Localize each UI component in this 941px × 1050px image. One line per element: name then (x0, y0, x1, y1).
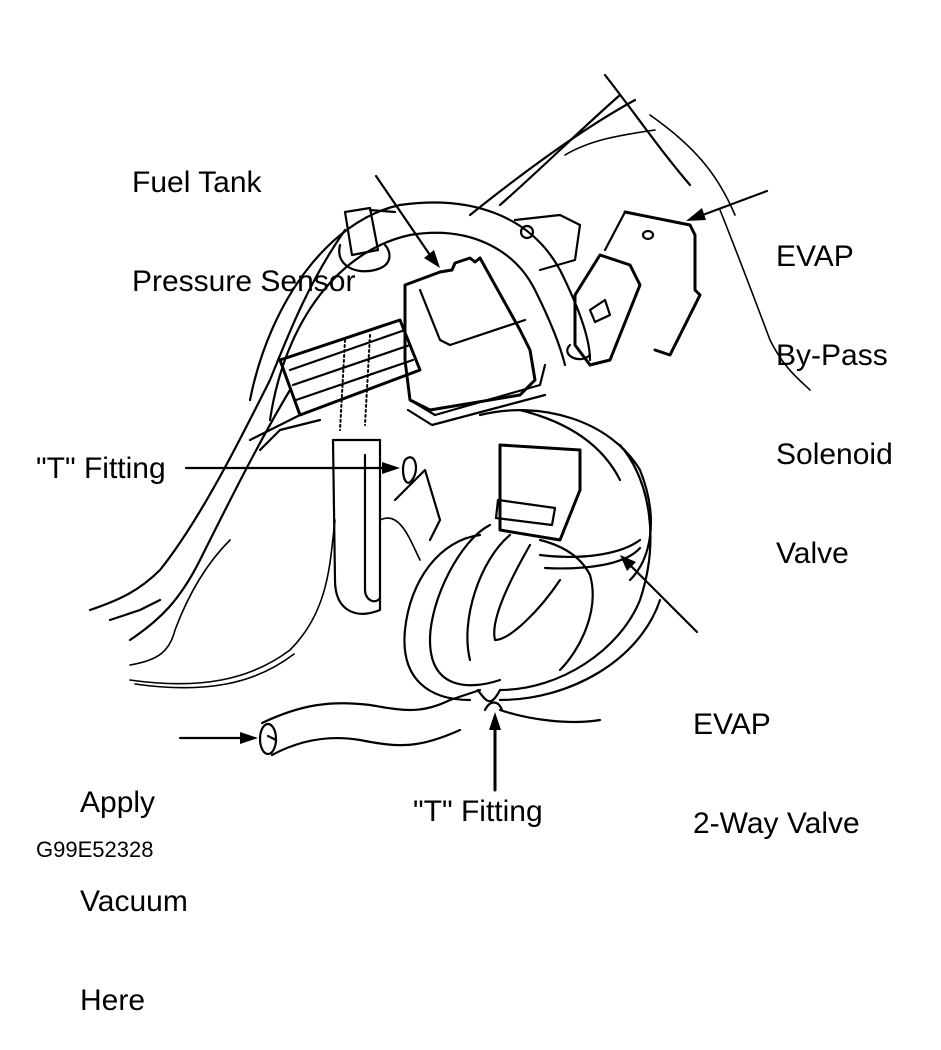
arrowhead-2way-valve (620, 555, 636, 571)
evap-bypass-solenoid-valve-drawing (513, 210, 702, 367)
evap-component-line-drawing (88, 73, 811, 792)
label-line: Apply (80, 786, 156, 819)
arrowhead-bypass-solenoid (686, 208, 706, 221)
label-line: Vacuum (80, 885, 188, 918)
t-fitting-upper-drawing (379, 456, 442, 561)
hose-cap-fitting (338, 206, 397, 273)
left-vertical-hose (331, 438, 382, 615)
label-line: Pressure Sensor (132, 265, 356, 298)
evap-2way-valve-drawing (403, 408, 662, 702)
label-apply-vacuum-here: Apply Vacuum Here (80, 720, 188, 1050)
label-line: 2-Way Valve (693, 807, 860, 840)
label-t-fitting-upper: "T" Fitting (36, 452, 166, 485)
label-line: EVAP (776, 240, 854, 273)
arrow-fuel-tank-pressure-sensor (374, 174, 434, 260)
vacuum-hose-drawing (258, 688, 482, 757)
figure-code: G99E52328 (36, 837, 154, 862)
label-line: Here (80, 984, 146, 1017)
t-fitting-lower-drawing (476, 688, 602, 724)
label-fuel-tank-pressure-sensor: Fuel Tank Pressure Sensor (132, 100, 355, 331)
label-line: Solenoid (776, 438, 893, 471)
label-t-fitting-lower: "T" Fitting (413, 795, 543, 828)
body-panel-lines (88, 73, 811, 689)
arrowhead-t-fitting-upper (382, 462, 400, 474)
arrowhead-t-fitting-lower (489, 712, 501, 730)
label-evap-2way-valve: EVAP 2-Way Valve (693, 642, 860, 873)
label-line: Fuel Tank (132, 166, 262, 199)
connector-block (248, 318, 422, 452)
arrowhead-apply-vacuum (240, 732, 258, 744)
label-evap-bypass-solenoid-valve: EVAP By-Pass Solenoid Valve (776, 174, 893, 603)
label-line: EVAP (693, 708, 771, 741)
label-line: Valve (776, 537, 849, 570)
arrow-bypass-solenoid (698, 189, 769, 218)
fuel-tank-pressure-sensor-drawing (403, 256, 547, 427)
callout-arrows (178, 174, 769, 792)
arrowhead-fuel-tank-pressure-sensor (424, 250, 440, 268)
arrow-2way-valve (628, 563, 699, 634)
label-line: By-Pass (776, 339, 888, 372)
